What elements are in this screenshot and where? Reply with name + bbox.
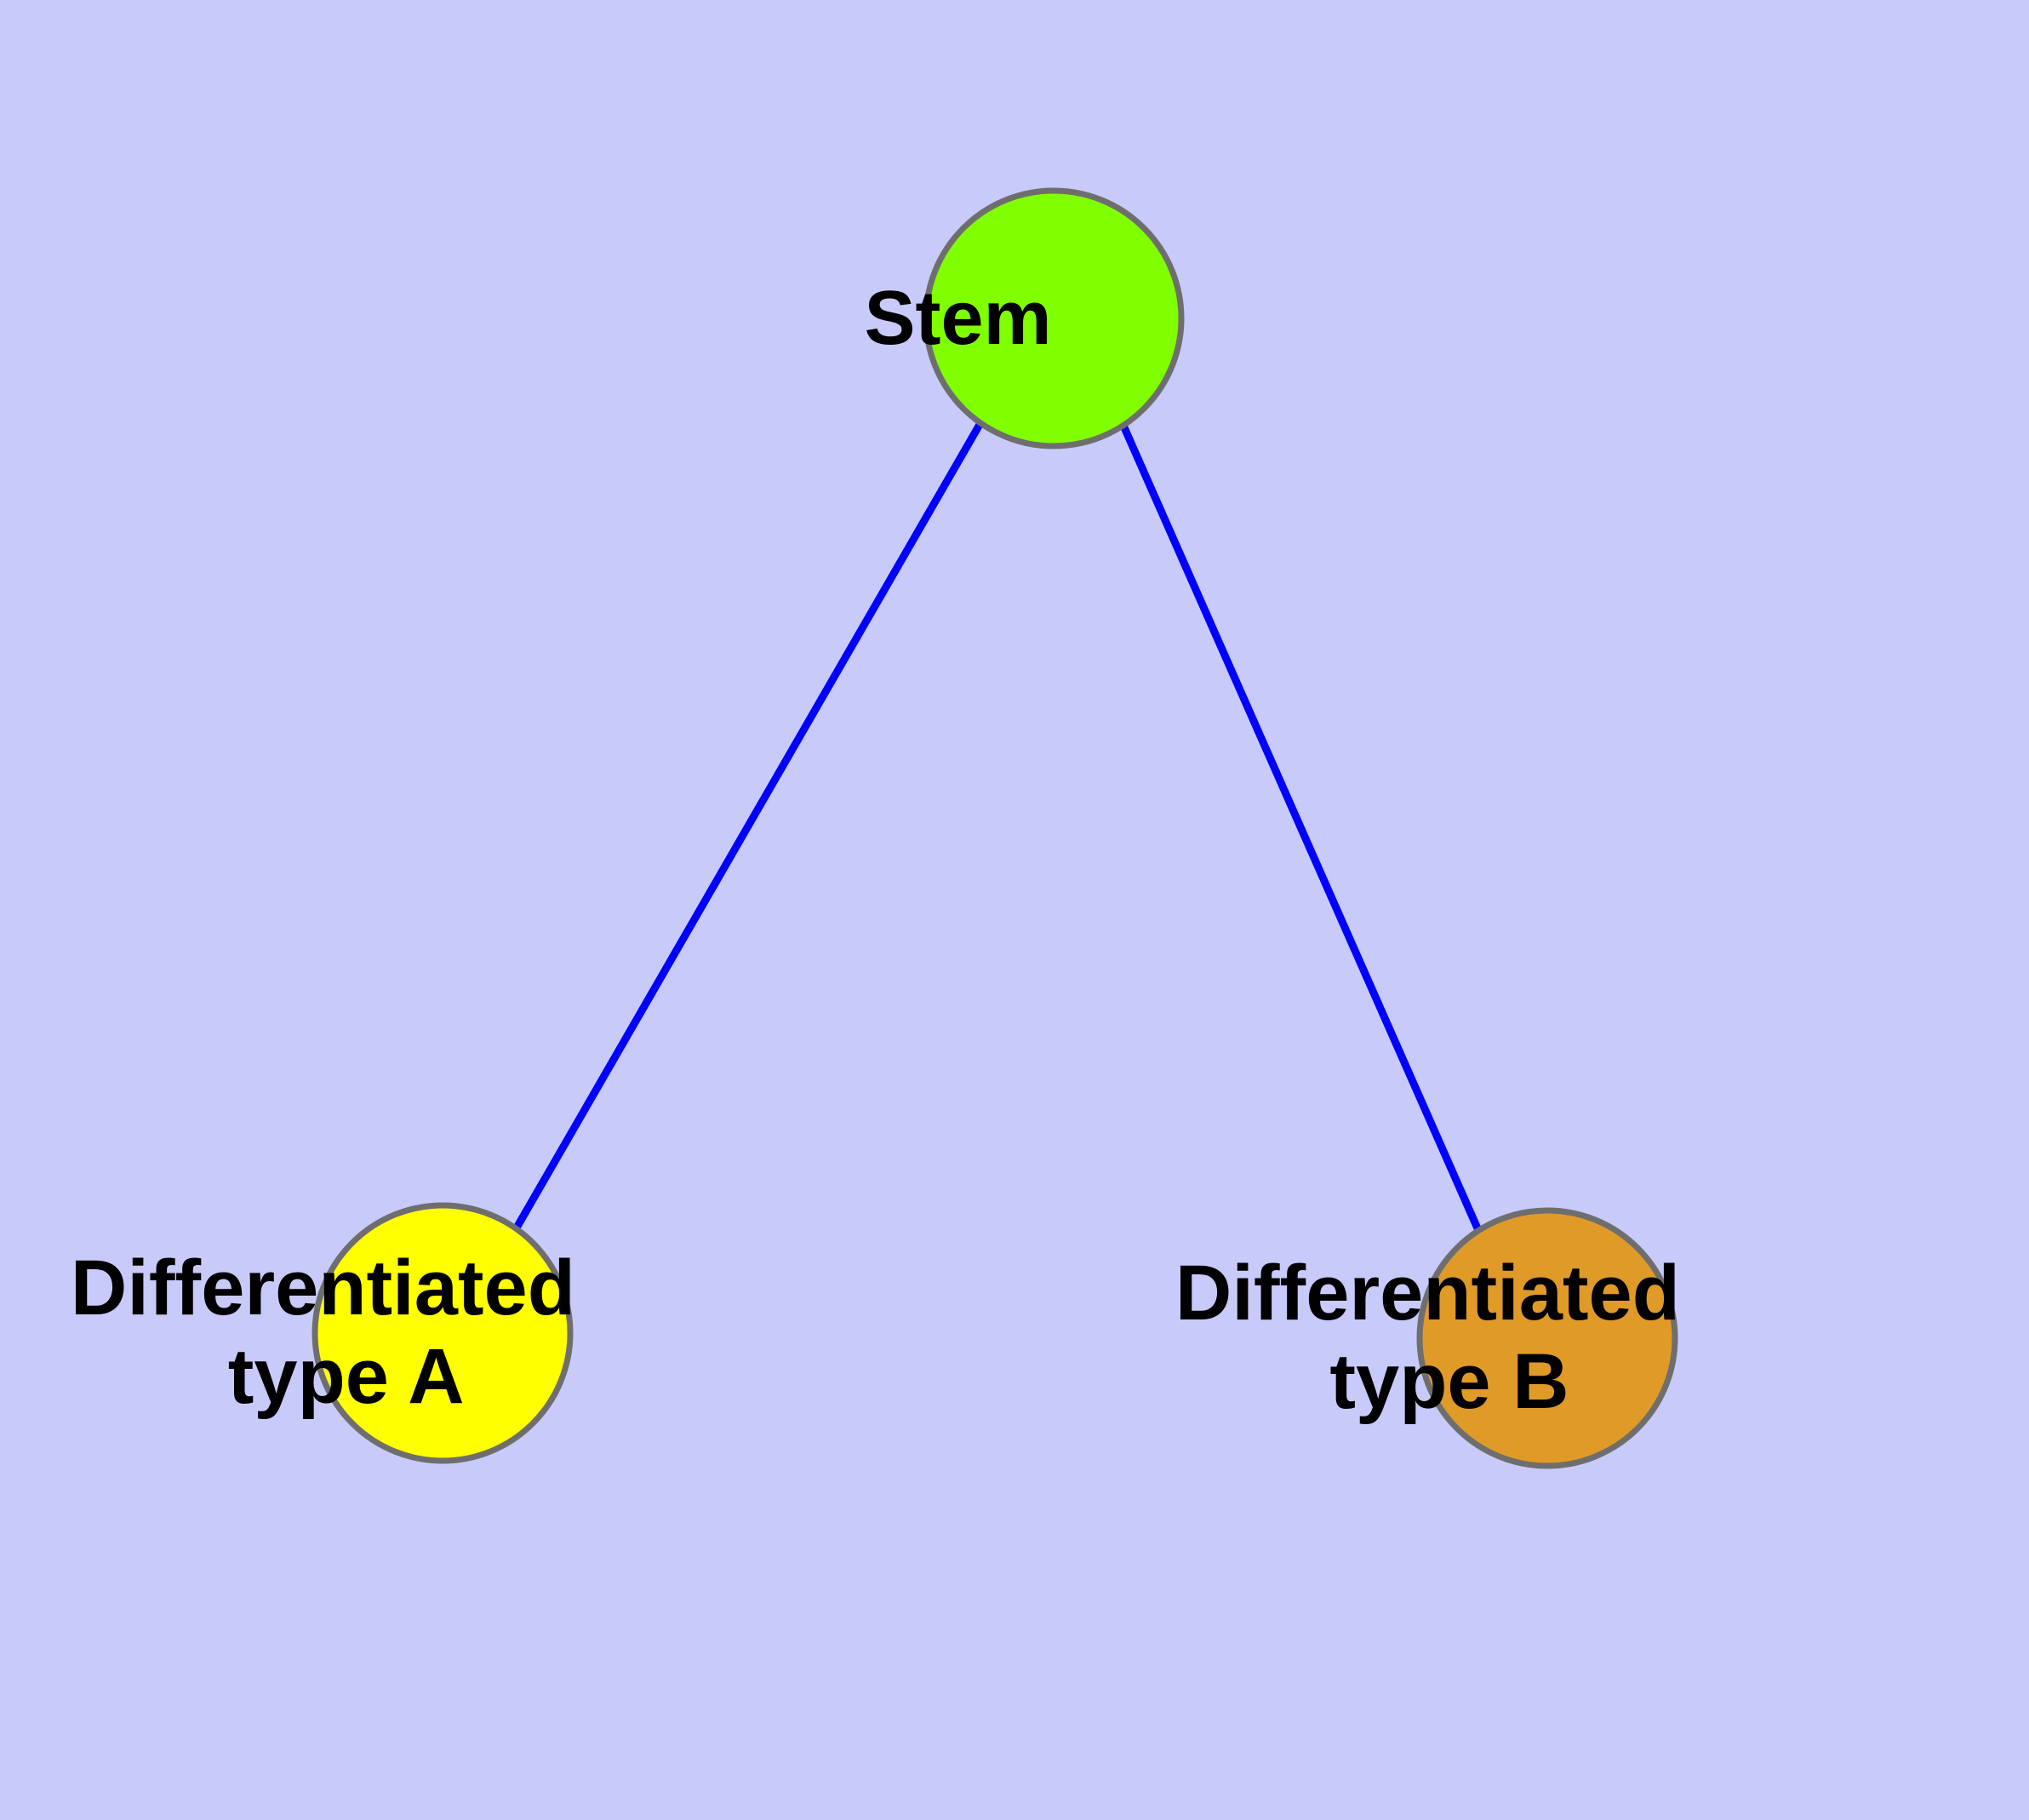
node-diff-b[interactable]: Differentiated type B	[1175, 1207, 1919, 1469]
node-diff-b-label-line-1: Differentiated	[1175, 1250, 1680, 1336]
node-diff-b-label-line-2: type B	[1329, 1338, 1569, 1425]
node-stem[interactable]: Stem	[864, 187, 1243, 449]
node-diff-b-circle[interactable]	[1416, 1207, 1678, 1469]
node-stem-label-line-1: Stem	[864, 276, 1051, 361]
node-diff-a-label-line-1: Differentiated	[71, 1245, 575, 1331]
node-diff-a-circle[interactable]	[311, 1202, 574, 1464]
edge-layer	[512, 421, 1482, 1232]
node-stem-circle[interactable]	[923, 187, 1185, 449]
edge-stem-to-diff-a[interactable]	[512, 421, 984, 1232]
node-diff-a-label-line-2: type A	[228, 1333, 463, 1420]
node-stem-label: Stem	[864, 276, 1243, 361]
node-diff-b-label: Differentiated type B	[1175, 1250, 1919, 1425]
node-diff-a-label: Differentiated type A	[71, 1245, 814, 1420]
node-layer: Stem Differentiated type A Differentiate…	[71, 187, 1919, 1469]
edge-stem-to-diff-b[interactable]	[1119, 424, 1482, 1230]
node-diff-a[interactable]: Differentiated type A	[71, 1202, 814, 1464]
